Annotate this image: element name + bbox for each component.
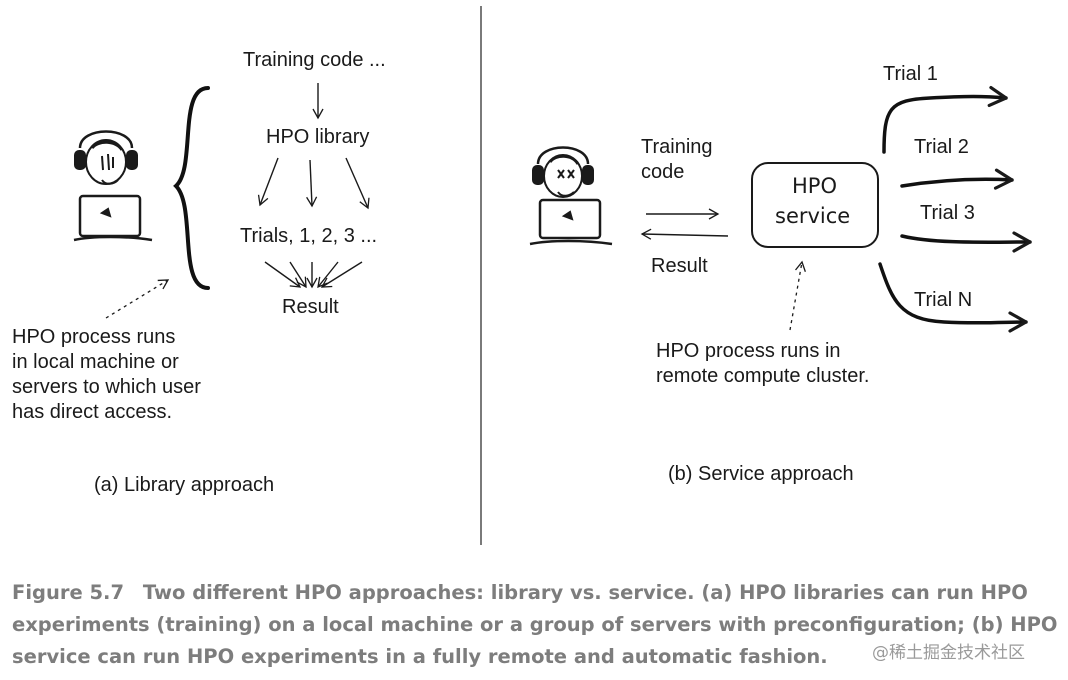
figure-caption: Figure 5.7 Two different HPO approaches:… bbox=[12, 577, 1062, 673]
hpo-service-box bbox=[751, 162, 879, 248]
result-label-a: Result bbox=[282, 296, 339, 318]
user-at-laptop-icon bbox=[529, 146, 613, 246]
note-a-line-4: has direct access. bbox=[12, 401, 173, 423]
note-a: HPO process runs in local machine or ser… bbox=[12, 325, 201, 425]
note-b-line-1: HPO process runs in bbox=[656, 340, 841, 362]
service-line-2: service bbox=[775, 204, 851, 228]
trial-n-label: Trial N bbox=[914, 289, 973, 311]
note-a-line-2: in local machine or bbox=[12, 351, 179, 373]
note-a-line-3: servers to which user bbox=[12, 376, 201, 398]
training-code-line-2: code bbox=[641, 161, 685, 183]
training-code-label-a: Training code ... bbox=[243, 49, 386, 71]
trials-label-a: Trials, 1, 2, 3 ... bbox=[240, 225, 378, 247]
arrow-trial-n bbox=[878, 262, 1028, 333]
training-code-line-1: Training bbox=[641, 136, 713, 158]
dotted-arrow-b bbox=[789, 260, 806, 331]
user-at-laptop-icon bbox=[73, 130, 153, 242]
panel-a-label: (a) Library approach bbox=[94, 474, 275, 496]
training-code-label-b: Training code bbox=[641, 135, 713, 185]
caption-text: Two different HPO approaches: library vs… bbox=[12, 581, 1058, 668]
curly-brace bbox=[173, 86, 210, 290]
arrow-trials-to-result-2 bbox=[289, 261, 307, 289]
note-b: HPO process runs in remote compute clust… bbox=[656, 339, 869, 389]
arrow-trial-2 bbox=[900, 168, 1014, 190]
trial-1-label: Trial 1 bbox=[883, 63, 938, 85]
panel-b-label: (b) Service approach bbox=[668, 463, 854, 485]
hpo-library-label: HPO library bbox=[266, 126, 370, 148]
arrow-library-to-trial-1 bbox=[257, 157, 279, 207]
arrow-library-to-trial-3 bbox=[345, 157, 370, 210]
result-label-b: Result bbox=[651, 255, 708, 277]
service-line-1: HPO bbox=[792, 174, 837, 198]
note-a-line-1: HPO process runs bbox=[12, 326, 176, 348]
dotted-arrow-a bbox=[105, 279, 170, 319]
arrow-trials-to-result-1 bbox=[264, 261, 302, 288]
arrow-to-user bbox=[640, 228, 729, 240]
arrow-trials-to-result-5 bbox=[320, 261, 363, 288]
arrow-trial-3 bbox=[900, 231, 1032, 253]
watermark: @稀土掘金技术社区 bbox=[872, 643, 1025, 663]
note-b-line-2: remote compute cluster. bbox=[656, 365, 870, 387]
arrow-library-to-trial-2 bbox=[306, 159, 318, 208]
trial-3-label: Trial 3 bbox=[920, 202, 975, 224]
figure-number: Figure 5.7 bbox=[12, 581, 125, 604]
arrow-trial-1 bbox=[882, 85, 1008, 154]
trial-2-label: Trial 2 bbox=[914, 136, 969, 158]
